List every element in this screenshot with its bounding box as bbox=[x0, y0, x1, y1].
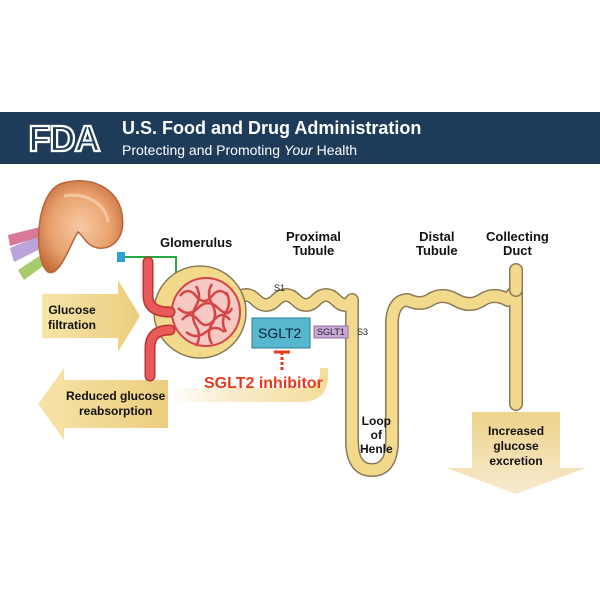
header-title: U.S. Food and Drug Administration bbox=[122, 118, 422, 138]
increased-excretion-arrow bbox=[446, 412, 586, 494]
inhibitor-indicator bbox=[274, 350, 290, 372]
sglt2-label: SGLT2 bbox=[258, 325, 302, 341]
nephron-tubule bbox=[229, 263, 523, 477]
sglt1-transporter bbox=[313, 325, 349, 339]
reduced-reabsorption-arrow bbox=[38, 368, 168, 440]
s1-label: S1 bbox=[274, 283, 286, 293]
reabsorption-band bbox=[170, 368, 328, 402]
glomerulus-capsule bbox=[153, 265, 247, 359]
sglt1-label: SGLT1 bbox=[317, 327, 345, 337]
glucose-filtration-arrow bbox=[42, 280, 140, 352]
header-subtitle: Protecting and Promoting Your Health bbox=[122, 142, 358, 158]
sglt2-transporter bbox=[251, 317, 311, 349]
fda-logo: FDA bbox=[27, 120, 102, 158]
sglt2-inhibitor-label: SGLT2 inhibitor bbox=[204, 375, 323, 392]
fda-logo-text: FDA bbox=[29, 120, 101, 158]
fda-header-bar bbox=[0, 112, 600, 164]
kidney-illustration bbox=[8, 180, 125, 280]
blood-vessels bbox=[142, 256, 176, 382]
s3-label: S3 bbox=[357, 327, 369, 337]
glomerulus-label: Glomerulus bbox=[160, 235, 233, 250]
